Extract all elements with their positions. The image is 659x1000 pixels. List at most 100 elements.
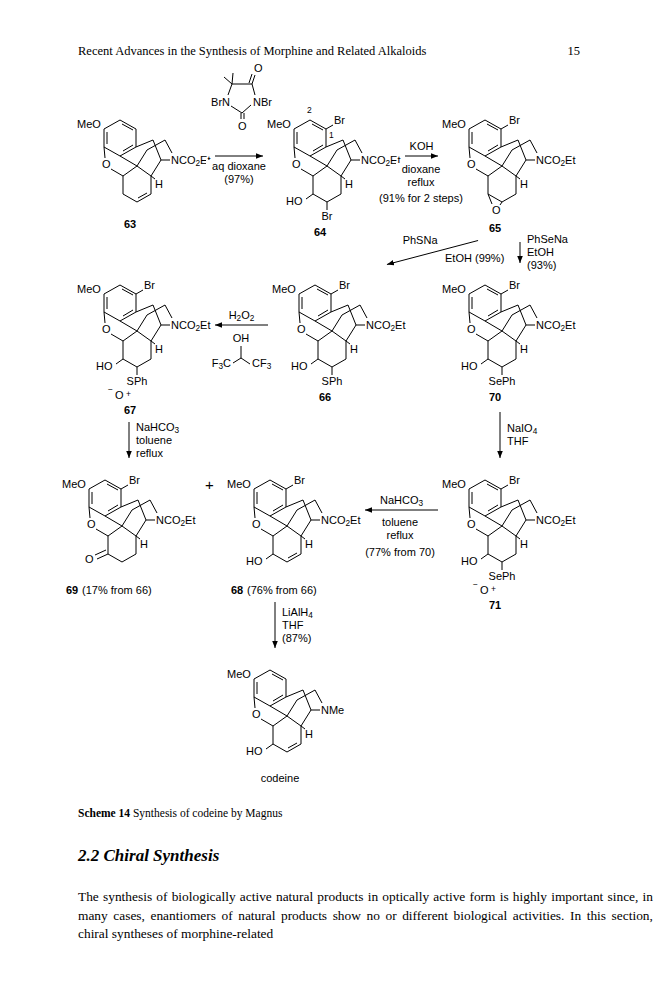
atom-label: F3C <box>212 357 231 370</box>
atom-label: H <box>520 178 528 191</box>
compound-number: 70 <box>489 391 501 404</box>
atom-label: NCO2Et <box>361 154 400 167</box>
atom-label: H <box>350 343 358 356</box>
subscript: 3 <box>267 362 272 371</box>
atom-label: H <box>155 178 163 191</box>
atom-label: Br <box>144 279 155 292</box>
structure-71 <box>469 480 537 570</box>
atom-label: MeO <box>77 283 101 296</box>
charge-sign: − <box>108 384 113 394</box>
atom-label: Br <box>509 114 520 127</box>
figure-caption: Scheme 14 Synthesis of codeine by Magnus <box>78 806 653 820</box>
reagent-label: NaHCO3 toluene reflux <box>136 421 188 460</box>
subscript: 4 <box>533 427 538 436</box>
charge-sign: − <box>473 579 478 589</box>
charge-sign: + <box>491 584 496 594</box>
atom-label: MeO <box>442 283 466 296</box>
atom-label: NCO2Et <box>156 514 195 527</box>
position-number: 1 <box>329 130 334 140</box>
atom-label: HO <box>461 360 478 373</box>
atom-label: MeO <box>227 478 251 491</box>
compound-number: 69 <box>66 584 78 597</box>
atom-label: NCO2Et <box>171 154 210 167</box>
structure-67 <box>104 285 172 375</box>
atom-label: BrN <box>211 96 230 109</box>
atom-label: NCO2Et <box>536 514 575 527</box>
atom-label: Br <box>334 114 345 127</box>
atom-label: NCO2Et <box>321 514 360 527</box>
atom-label: NMe <box>321 704 344 717</box>
hexafluoroisopropanol <box>233 346 250 364</box>
compound-number: 68 <box>231 584 243 597</box>
page-number: 15 <box>568 44 581 59</box>
compound-name: codeine <box>261 772 300 785</box>
atom-label: O <box>115 389 124 402</box>
compound: MeOBrONCO2EtHHOSePh−O+71 <box>440 460 578 615</box>
compound-number: 71 <box>489 599 501 612</box>
compound-number: 66 <box>319 391 331 404</box>
atom-label: NBr <box>253 96 272 109</box>
atom-label: Br <box>322 210 333 223</box>
subscript: 3 <box>218 362 223 371</box>
atom-label: NCO2Et <box>536 319 575 332</box>
reagent-label: KOH <box>410 140 434 153</box>
atom-label: Br <box>339 279 350 292</box>
compound-number: 67 <box>124 404 136 417</box>
compound: MeOBrONCO2EtHHO68(76% from 66) <box>225 460 363 600</box>
atom-label: O <box>467 518 476 531</box>
atom-label: MeO <box>272 283 296 296</box>
atom-label: HO <box>96 360 113 373</box>
reagent-label: aq dioxane (97%) <box>206 160 272 186</box>
atom-label: H <box>345 178 353 191</box>
subscript: 2 <box>560 159 565 168</box>
atom-label: O <box>252 518 261 531</box>
yield-note: (17% from 66) <box>82 584 152 597</box>
subscript: 2 <box>250 314 255 323</box>
atom-label: NCO2Et <box>366 319 405 332</box>
atom-label: MeO <box>442 478 466 491</box>
atom-label: O <box>85 553 94 566</box>
atom-label: HO <box>246 745 263 758</box>
atom-label: O <box>254 62 263 75</box>
subscript: 3 <box>418 499 423 508</box>
compound: MeOBrONCO2EtHO69(17% from 66) <box>60 460 198 600</box>
compound-number: 63 <box>124 218 136 231</box>
atom-label: HO <box>286 195 303 208</box>
structure-63 <box>104 120 172 202</box>
structure-65 <box>469 120 537 205</box>
atom-label: MeO <box>267 118 291 131</box>
section-heading: 2.2 Chiral Synthesis <box>78 846 219 866</box>
atom-label: HO <box>461 555 478 568</box>
reaction-arrow <box>275 602 276 648</box>
atom-label: MeO <box>442 118 466 131</box>
reagent-label: H2O2 <box>229 309 255 322</box>
atom-label: SPh <box>127 375 148 388</box>
reaction-arrow <box>129 422 130 458</box>
atom-label: Br <box>129 474 140 487</box>
reagent-label: NaHCO3 <box>380 494 423 507</box>
compound: MeOBrONCO2EtHHOSePh70 <box>440 265 578 410</box>
atom-label: O <box>467 158 476 171</box>
atom-label: O <box>297 323 306 336</box>
subscript: 2 <box>560 519 565 528</box>
subscript: 2 <box>237 314 242 323</box>
atom-label: SePh <box>489 570 516 583</box>
reagent-label: LiAlH4 THF (87%) <box>282 606 328 645</box>
atom-label: O <box>252 708 261 721</box>
condition-text: dioxane reflux <box>396 163 446 189</box>
reaction-arrow <box>520 242 521 263</box>
atom-label: H <box>520 343 528 356</box>
subscript: 2 <box>195 324 200 333</box>
reagent-label: NaIO4 THF <box>507 422 549 448</box>
atom-label: O <box>467 323 476 336</box>
reaction-arrow <box>215 325 268 326</box>
condition-text: (91% for 2 steps) <box>379 192 463 205</box>
reaction-arrow <box>405 156 438 157</box>
structure-64 <box>294 120 362 210</box>
atom-label: HO <box>246 555 263 568</box>
atom-label: MeO <box>227 668 251 681</box>
atom-label: HO <box>291 360 308 373</box>
atom-label: O <box>102 158 111 171</box>
atom-label: SePh <box>489 375 516 388</box>
